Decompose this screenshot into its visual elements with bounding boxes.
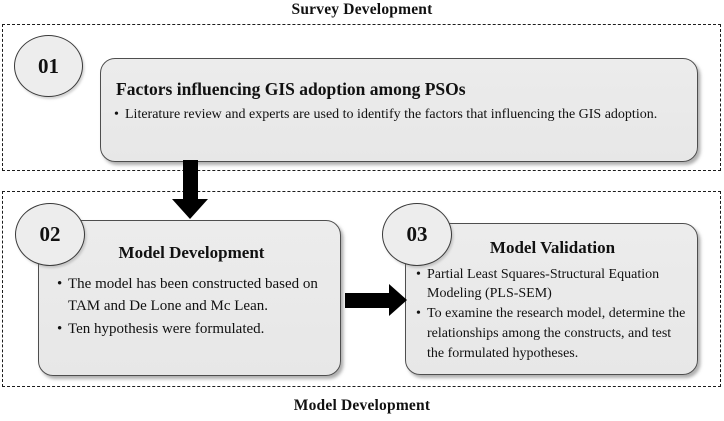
top-caption: Survey Development (291, 1, 433, 18)
list-item: To examine the research model, determine… (416, 304, 689, 364)
step-1-bullet-list: Literature review and experts are used t… (114, 106, 687, 124)
step-3-number: 03 (406, 222, 428, 246)
step-1-number: 01 (38, 53, 59, 78)
step-3-bullet-list: Partial Least Squares-Structural Equatio… (416, 265, 689, 364)
step-2-title: Model Development (118, 243, 265, 262)
step-3-title: Model Validation (489, 238, 616, 257)
step-2-number: 02 (39, 222, 61, 246)
down-arrow-icon (183, 160, 198, 200)
list-item: The model has been constructed based on … (57, 273, 326, 318)
step-3-panel: Model Validation Partial Least Squares-S… (405, 223, 698, 375)
step-1-number-badge: 01 (14, 35, 83, 97)
survey-development-phase-box (2, 24, 721, 171)
list-item: Literature review and experts are used t… (114, 106, 687, 124)
list-item: Ten hypothesis were formulated. (57, 318, 326, 341)
step-2-bullet-list: The model has been constructed based on … (57, 273, 326, 341)
bottom-caption: Model Development (293, 397, 431, 414)
model-development-phase-box (2, 191, 721, 387)
right-arrow-icon (345, 293, 390, 308)
step-1-title: Factors influencing GIS adoption among P… (116, 79, 466, 99)
step-2-panel: Model Development The model has been con… (38, 220, 341, 376)
right-arrow-head-icon (389, 284, 407, 316)
list-item: Partial Least Squares-Structural Equatio… (416, 265, 689, 305)
step-1-panel: Factors influencing GIS adoption among P… (100, 58, 698, 162)
step-3-number-badge: 03 (382, 203, 452, 266)
down-arrow-head-icon (172, 199, 208, 219)
step-2-number-badge: 02 (15, 203, 85, 266)
